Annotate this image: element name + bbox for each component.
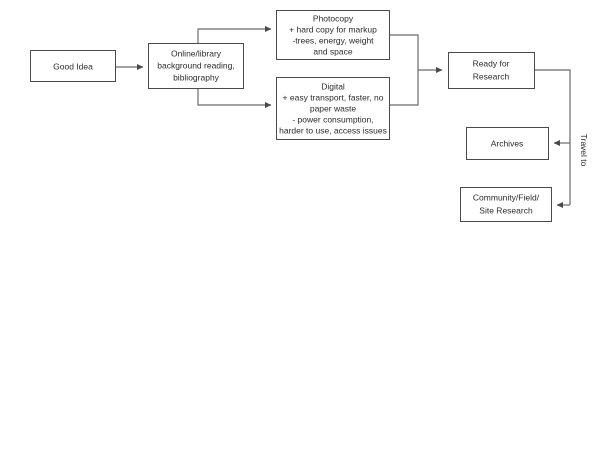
good-idea-box[interactable]	[30, 50, 116, 82]
online-library-label-line-1: Online/library	[171, 48, 222, 58]
connector-layer	[116, 26, 571, 208]
photocopy-label-line-3: -trees, energy, weight	[292, 35, 374, 45]
good-idea-label-line-1: Good Idea	[53, 61, 93, 71]
ready-for-research-box[interactable]	[448, 52, 535, 89]
node-community-field-site-research[interactable]: Community/Field/ Site Research	[460, 187, 552, 222]
travel-to-label: Travel to	[579, 134, 589, 167]
photocopy-label-line-2: + hard copy for markup	[289, 24, 377, 34]
ready-for-research-label-line-2: Research	[473, 71, 510, 81]
community-field-label-line-1: Community/Field/	[473, 192, 540, 202]
edge-ready-for-research-trunk	[535, 69, 571, 205]
digital-label-line-1: Digital	[321, 81, 345, 91]
online-library-box[interactable]	[148, 43, 244, 89]
photocopy-box[interactable]	[276, 10, 390, 60]
archives-box[interactable]	[466, 127, 549, 160]
photocopy-label-line-4: and space	[313, 46, 352, 56]
node-digital[interactable]: Digital + easy transport, faster, no pap…	[276, 77, 390, 140]
edge-online-library-to-photocopy	[197, 26, 272, 43]
node-archives[interactable]: Archives	[466, 127, 549, 160]
online-library-label-line-3: bibliography	[173, 72, 220, 82]
digital-box[interactable]	[276, 77, 390, 140]
digital-label-line-5: harder to use, access issues	[279, 125, 387, 135]
digital-label-line-3: paper waste	[310, 103, 357, 113]
archives-label-line-1: Archives	[491, 138, 524, 148]
edge-online-library-to-digital	[197, 89, 272, 108]
edge-label-travel-to: Travel to	[579, 134, 589, 167]
node-photocopy[interactable]: Photocopy + hard copy for markup -trees,…	[276, 10, 390, 60]
node-ready-for-research[interactable]: Ready for Research	[448, 52, 535, 89]
community-field-box[interactable]	[460, 187, 552, 222]
node-online-library[interactable]: Online/library background reading, bibli…	[148, 43, 244, 89]
online-library-label-line-2: background reading,	[157, 60, 235, 70]
ready-for-research-label-line-1: Ready for	[473, 58, 510, 68]
digital-label-line-4: - power consumption,	[292, 114, 373, 124]
digital-label-line-2: + easy transport, faster, no	[283, 92, 384, 102]
photocopy-label-line-1: Photocopy	[313, 13, 354, 23]
edge-photocopy-to-merge	[390, 34, 419, 70]
edge-digital-to-merge	[390, 70, 419, 106]
community-field-label-line-2: Site Research	[479, 205, 533, 215]
node-good-idea[interactable]: Good Idea	[30, 50, 116, 82]
